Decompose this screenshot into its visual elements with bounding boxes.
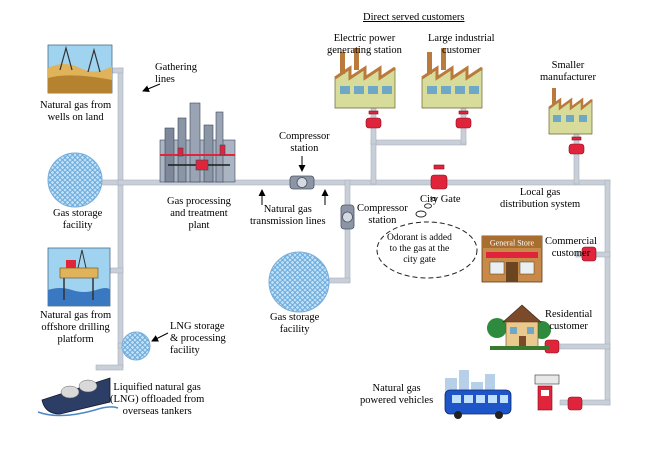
label-lng-tankers: Liquified natural gas(LNG) offloaded fro… (110, 382, 205, 417)
wells-on-land-icon (47, 44, 113, 94)
compressor-mid-icon (340, 204, 355, 230)
compressor-top-icon (289, 175, 315, 190)
pipe-residential (559, 343, 611, 350)
diagram-title: Direct served customers (363, 12, 465, 23)
offshore-platform-icon (47, 247, 111, 307)
general-store-icon: General Store (481, 235, 543, 283)
valve-power (365, 110, 382, 129)
odorant-thought-bubble (376, 197, 478, 279)
valve-vehicles (567, 396, 583, 411)
processing-plant-icon (159, 102, 236, 183)
storage-left-icon (47, 152, 103, 208)
pipe-gathering-left (117, 67, 124, 369)
pipe-direct-vertical (370, 139, 377, 185)
valve-industrial (455, 110, 472, 129)
pipe-smaller (573, 133, 580, 185)
label-city-gate: City Gate (420, 194, 461, 205)
valve-smaller (568, 136, 585, 155)
cng-station-icon (534, 374, 560, 411)
pipe-lng-tanker (95, 364, 124, 371)
power-station-icon (334, 48, 396, 109)
pipe-vehicles (559, 399, 611, 406)
smaller-manufacturer-icon (548, 88, 593, 135)
pipe-direct-top (370, 139, 467, 146)
lng-storage-icon (121, 331, 151, 361)
storage-center-icon (268, 251, 330, 313)
lng-tanker-icon (37, 377, 119, 417)
valve-commercial (581, 246, 597, 262)
natural-gas-bus-icon (444, 389, 512, 419)
store-sign-text: General Store (490, 239, 535, 248)
pipe-distribution (604, 179, 611, 406)
industrial-customer-icon (421, 48, 483, 109)
gathering-arrow (142, 83, 161, 92)
pipe-compressor-branch (344, 179, 351, 283)
lng-storage-arrow (151, 332, 169, 342)
residential-house-icon (487, 304, 551, 350)
valves (365, 110, 597, 411)
valve-city-gate (430, 164, 448, 190)
